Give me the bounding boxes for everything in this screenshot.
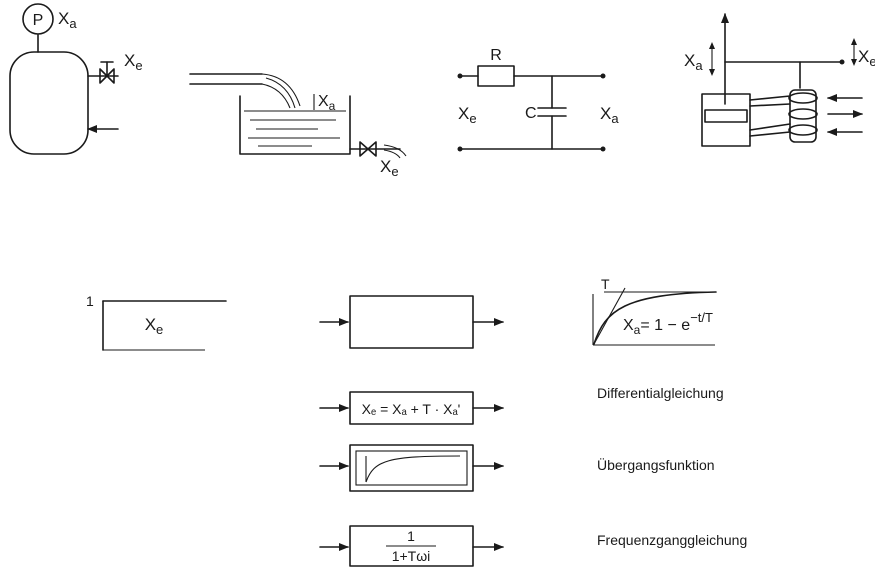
valve-icon [99,68,115,84]
vessel-output-label: Xa [58,9,77,31]
capacitor-label: C [525,105,537,122]
fraction-denominator: 1+Tωi [392,548,431,564]
outlet-valve-icon [359,141,377,157]
vessel-input-label: Xe [124,51,143,73]
step-function-row: Übergangsfunktion [319,444,715,492]
resistor-label: R [490,47,502,64]
step-input-plot: 1 Xe [86,293,227,351]
row2-box-outer [349,444,474,492]
differential-label: Differentialgleichung [597,385,724,401]
response-curve [593,291,717,345]
row2-box-inner [355,450,468,486]
frequency-row: 1 1+Tωi Frequenzganggleichung [319,525,747,567]
response-equation: Xa= 1 − e−t/T [623,310,713,337]
resistor-icon [477,65,515,87]
tangent-line [593,287,626,345]
fraction-numerator: 1 [407,528,415,544]
coil-icon [788,92,818,104]
step-input-label: Xe [145,315,164,337]
step-response-plot: T Xa= 1 − e−t/T [592,276,717,346]
actuator-output-label: Xa [684,51,703,73]
cylinder-body [701,93,751,147]
inflow-stream [261,73,301,109]
pressure-gauge-icon [22,3,54,35]
tank-output-label: Xa [318,93,336,113]
tank-input-label: Xe [380,157,399,179]
rc-circuit: R C Xe Xa [457,47,619,152]
step-amplitude-label: 1 [86,293,94,309]
actuator-system: Xa Xe [684,13,875,147]
time-constant-label: T [601,276,610,292]
block-box [349,295,474,349]
rc-input-label: Xe [458,104,477,126]
gauge-label: P [33,12,44,29]
transfer-block [319,295,504,349]
actuator-input-label: Xe [858,47,875,69]
vessel-body [9,51,89,155]
outflow-stream [383,144,407,159]
mini-response-curve [365,455,461,483]
rc-output-label: Xa [600,104,619,126]
frequency-label: Frequenzganggleichung [597,532,747,548]
tank-system: Xa Xe [189,73,407,179]
differential-row: Xₑ = Xₐ + T · Xₐ' Differentialgleichung [319,385,724,425]
step-function-label: Übergangsfunktion [597,456,715,473]
differential-equation: Xₑ = Xₐ + T · Xₐ' [362,401,461,417]
pressure-vessel: P Xa Xe [9,3,143,155]
tank-walls [239,95,351,155]
row3-box [349,525,474,567]
piston [704,109,748,123]
